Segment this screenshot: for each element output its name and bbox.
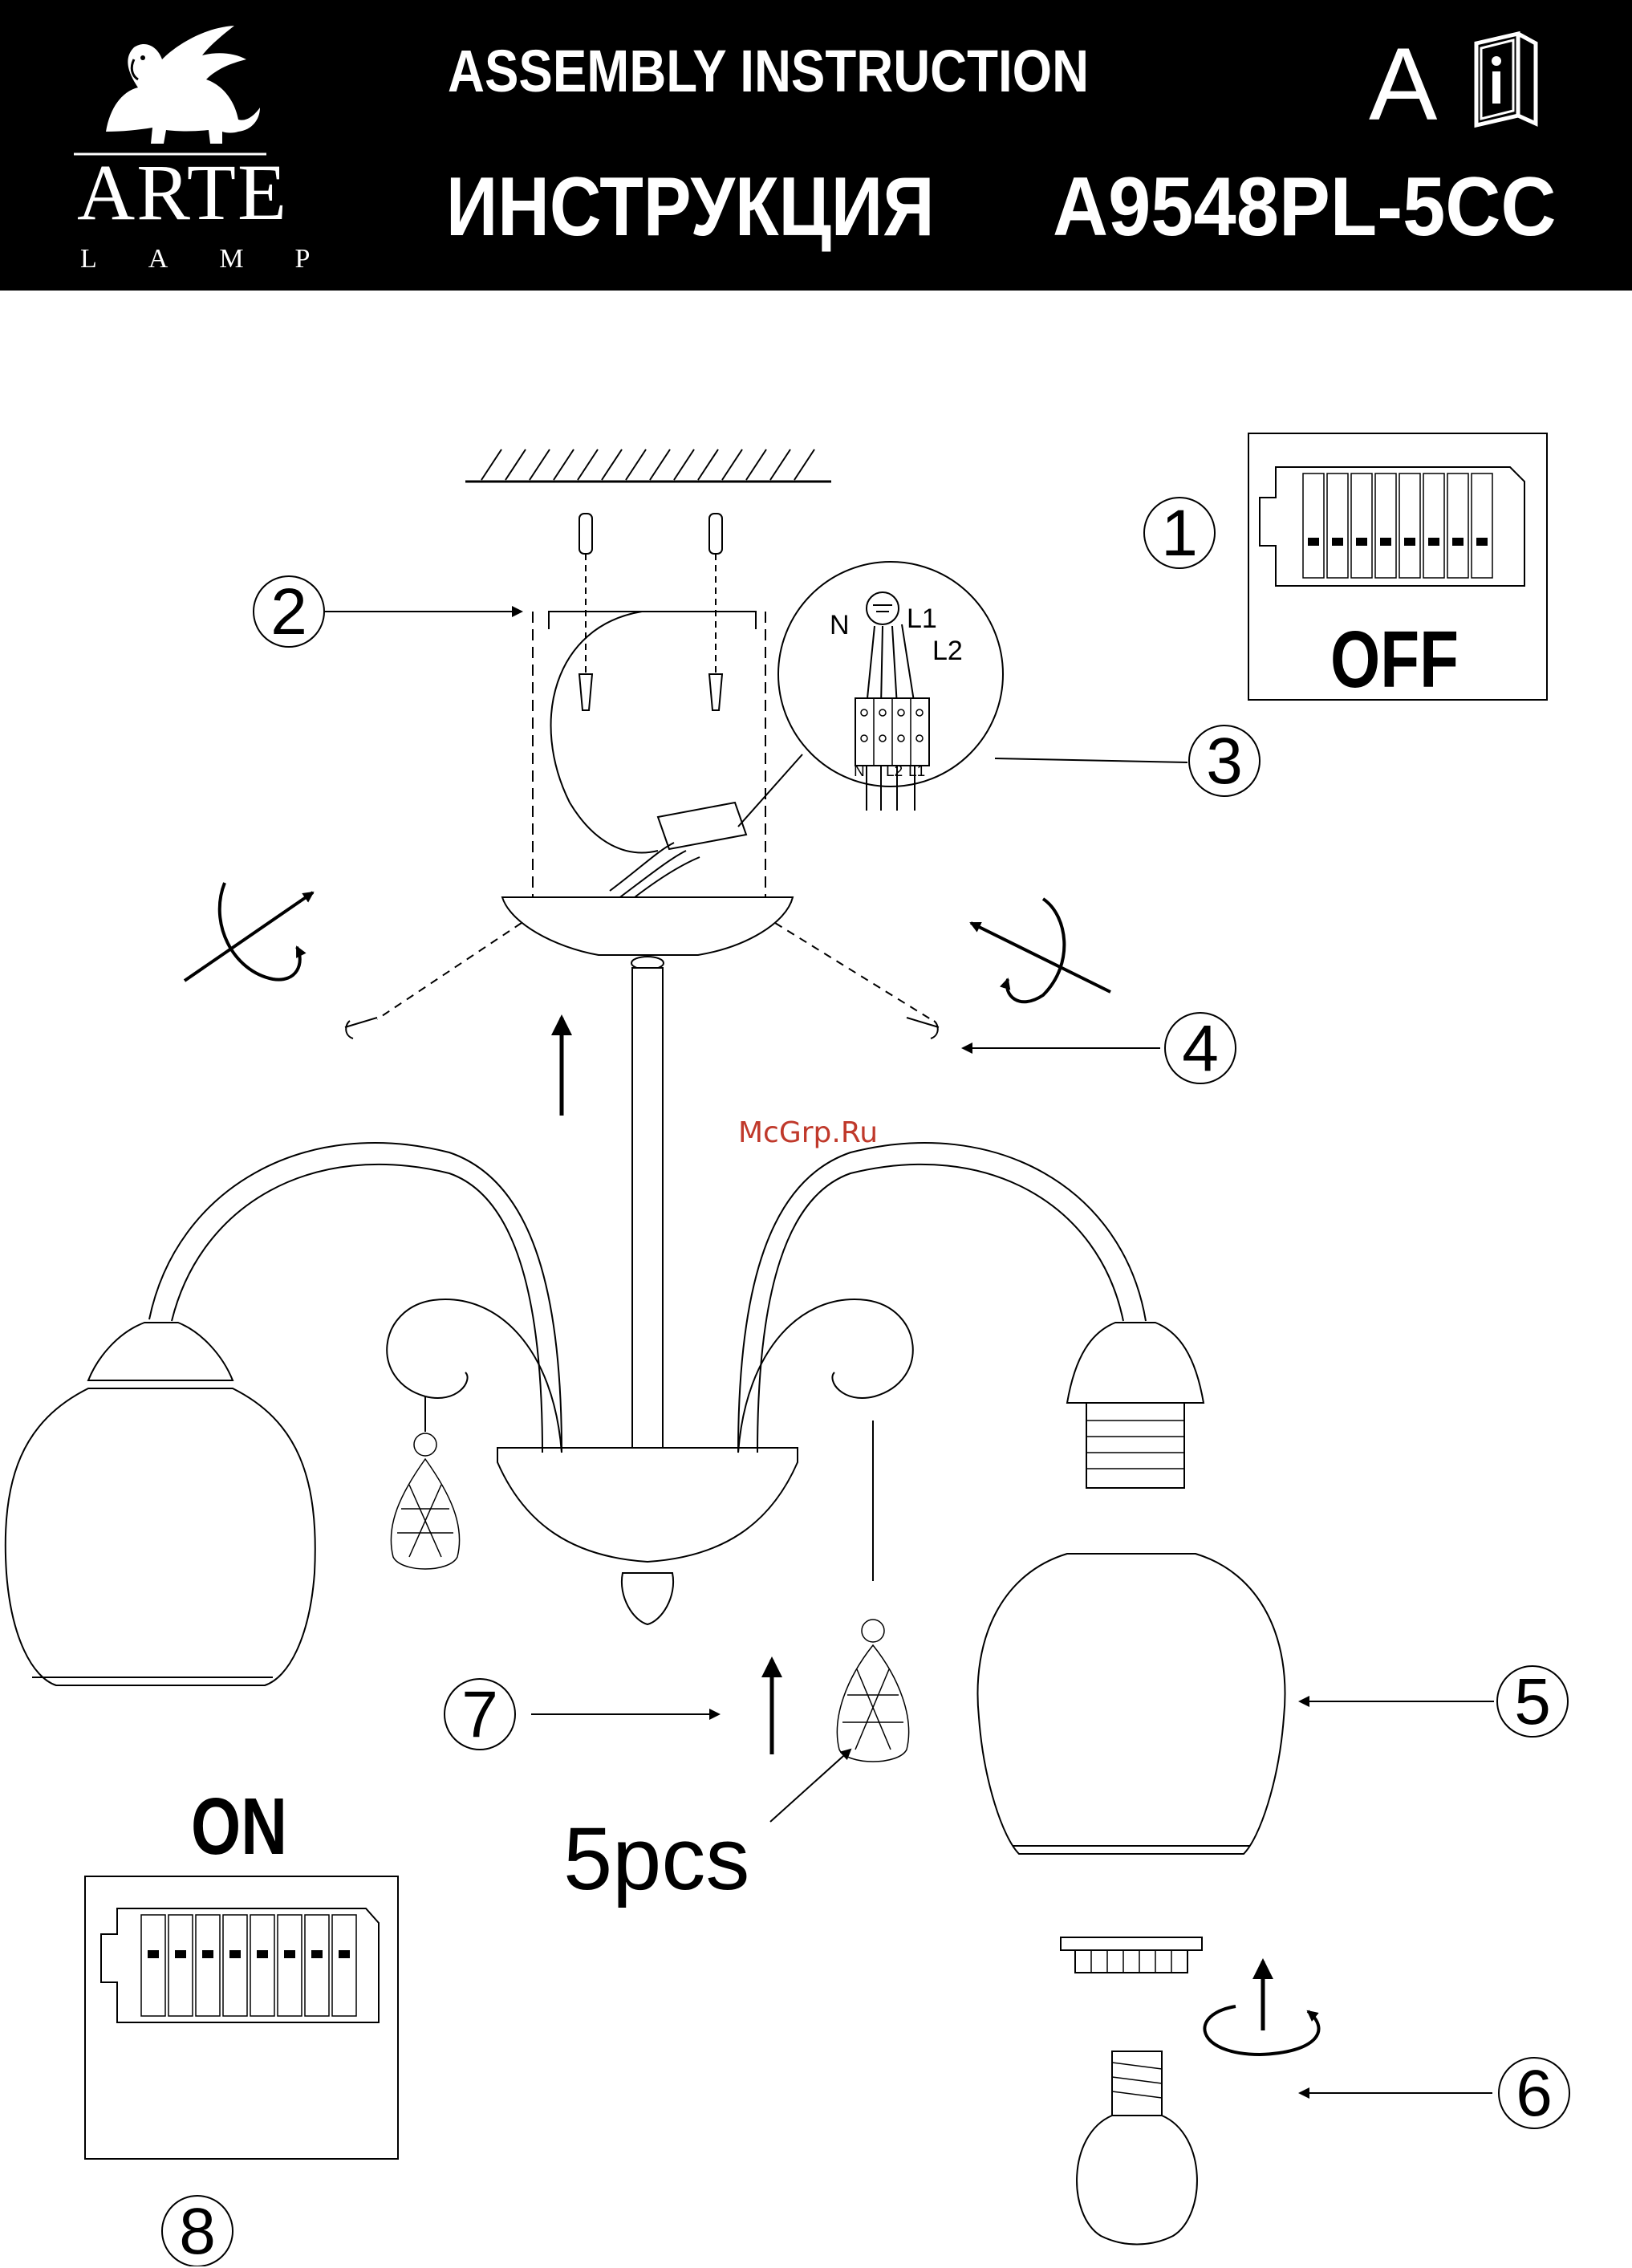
wiring-zoom (738, 562, 1187, 827)
terminal-label-l2: L2 (886, 764, 903, 779)
rotate-arrow-left (185, 883, 313, 981)
terminal-block (610, 803, 746, 903)
wire-label-l2: L2 (932, 637, 963, 665)
step-number-6: 6 (1502, 2061, 1566, 2127)
step-number-5: 5 (1500, 1669, 1565, 1735)
header-bar: ARTE LAMP ASSEMBLY INSTRUCTION ИНСТРУКЦИ… (0, 0, 1632, 291)
terminal-label-l1: L1 (908, 764, 925, 779)
crystal-pendant (837, 1620, 908, 1762)
light-bulb (1077, 2051, 1197, 2245)
step-number-2: 2 (257, 579, 321, 645)
step-number-4: 4 (1168, 1016, 1232, 1082)
step-number-3: 3 (1192, 729, 1256, 795)
mounting-bracket (533, 612, 765, 899)
terminal-label-n: N (854, 764, 865, 779)
title-english: ASSEMBLY INSTRUCTION (448, 42, 1089, 101)
glass-shade (977, 1554, 1285, 1854)
quantity-label: 5pcs (563, 1815, 749, 1904)
canopy (502, 897, 793, 969)
step-number-8: 8 (165, 2199, 229, 2265)
breaker-panel-on (85, 1876, 398, 2159)
language-letter: A (1369, 34, 1437, 136)
assembly-diagram (0, 291, 1632, 2266)
right-socket (1067, 1323, 1204, 1488)
title-russian: ИНСТРУКЦИЯ (446, 165, 934, 249)
ground-symbol-icon (867, 592, 899, 624)
wire-label-n: N (830, 612, 850, 639)
crystal-pendant-left (391, 1433, 459, 1569)
brand-sub: LAMP (80, 246, 361, 273)
on-label: ON (191, 1786, 287, 1867)
wire-label-l1: L1 (907, 605, 937, 632)
ceiling (465, 449, 831, 482)
step-number-1: 1 (1147, 501, 1212, 567)
watermark: McGrp.Ru (738, 1119, 878, 1148)
off-label: OFF (1330, 620, 1459, 700)
model-number: A9548PL-5CC (1053, 165, 1556, 249)
brand-name: ARTE (77, 152, 288, 233)
rotate-arrow-right (971, 899, 1110, 1002)
step-number-7: 7 (448, 1682, 512, 1748)
info-book-icon (1470, 27, 1542, 132)
left-shade (6, 1323, 315, 1685)
winged-lion-icon (74, 11, 266, 164)
callout-lines (324, 612, 1494, 2093)
retaining-ring (1061, 1937, 1202, 1973)
